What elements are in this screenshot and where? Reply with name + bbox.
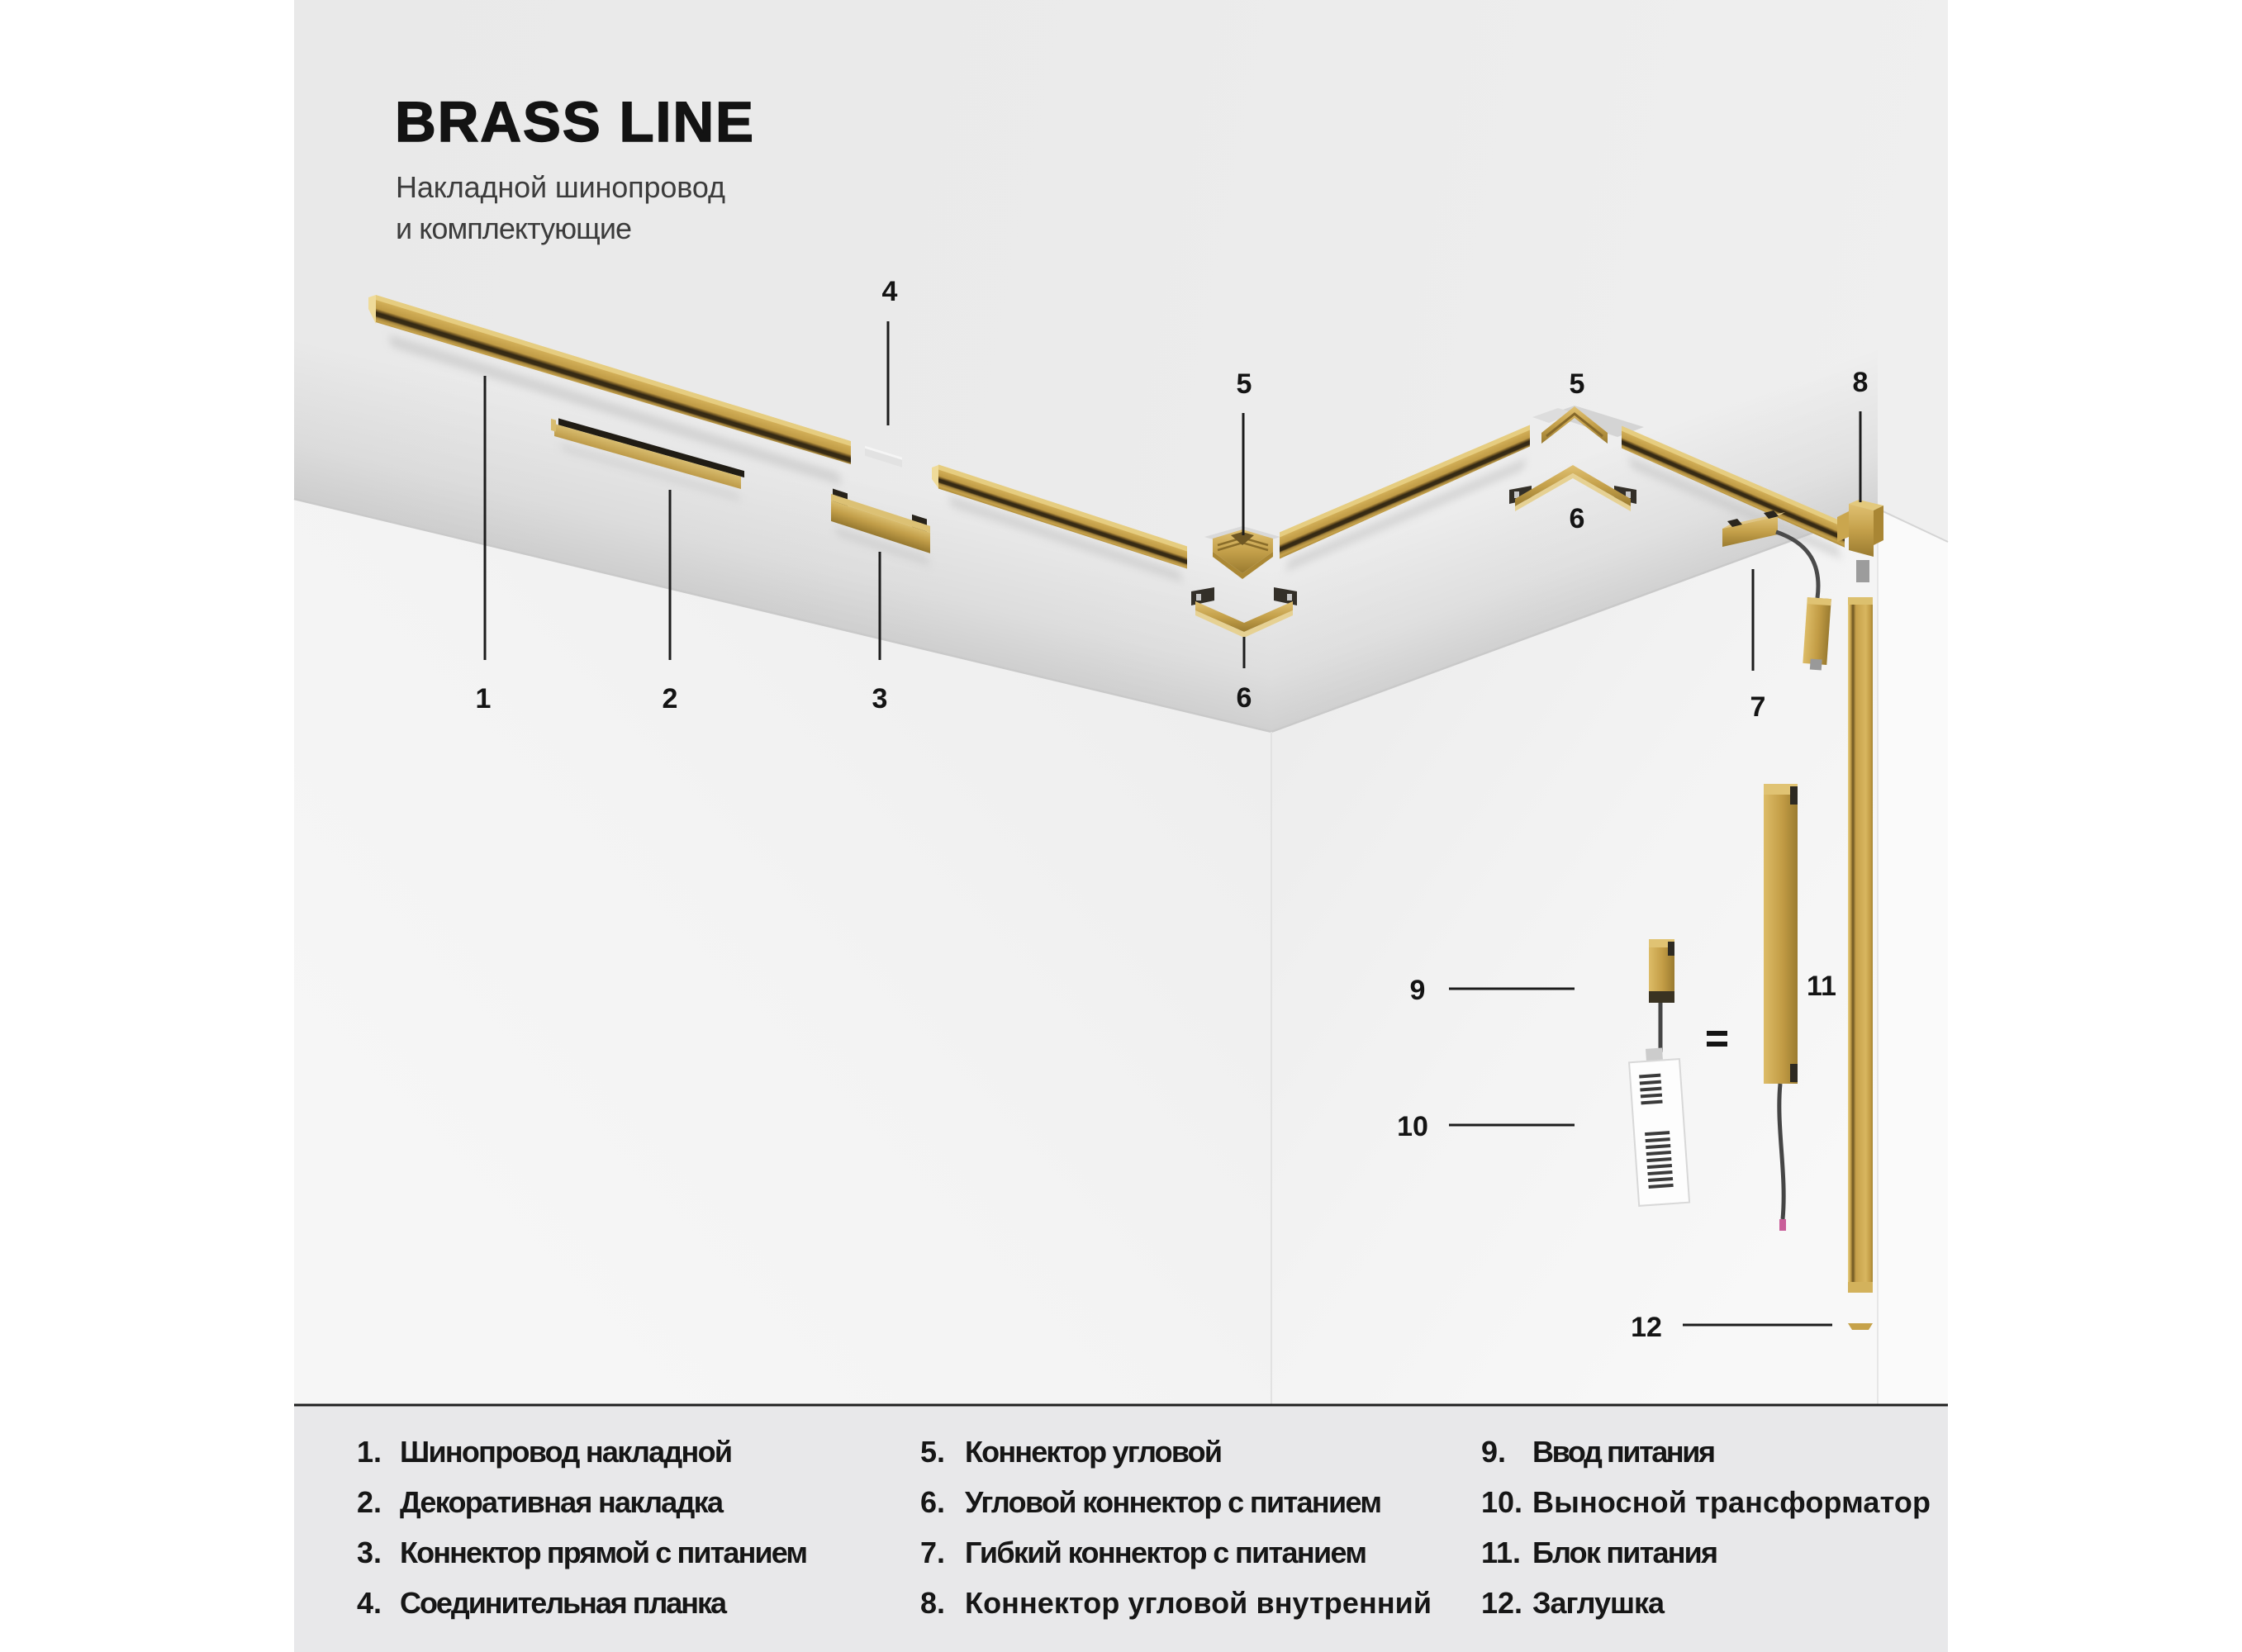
svg-text:1.: 1. [357,1435,382,1469]
svg-text:2.: 2. [357,1485,382,1519]
svg-text:BRASS LINE: BRASS LINE [395,90,753,154]
svg-text:Гибкий коннектор с питанием: Гибкий коннектор с питанием [965,1536,1367,1569]
svg-text:и комплектующие: и комплектующие [396,211,632,245]
svg-text:4: 4 [882,276,898,307]
svg-text:Блок питания: Блок питания [1532,1536,1718,1569]
svg-text:6.: 6. [920,1485,945,1519]
svg-text:Шинопровод накладной: Шинопровод накладной [400,1435,733,1469]
svg-text:Угловой коннектор с питанием: Угловой коннектор с питанием [965,1485,1382,1519]
svg-text:8: 8 [1853,367,1869,398]
svg-text:12.: 12. [1481,1586,1522,1620]
svg-text:4.: 4. [357,1586,382,1620]
svg-text:Коннектор угловой: Коннектор угловой [965,1435,1223,1469]
svg-text:Соединительная планка: Соединительная планка [400,1586,728,1620]
svg-text:Заглушка: Заглушка [1532,1586,1665,1620]
svg-text:6: 6 [1570,503,1585,534]
svg-text:10.: 10. [1481,1485,1522,1519]
svg-text:5: 5 [1237,368,1252,400]
svg-text:2: 2 [663,683,678,714]
svg-text:Декоративная накладка: Декоративная накладка [400,1485,724,1519]
svg-text:5: 5 [1570,368,1585,400]
svg-text:Ввод питания: Ввод питания [1532,1435,1716,1469]
svg-text:1: 1 [476,683,492,714]
svg-text:8.: 8. [920,1586,945,1620]
svg-text:Накладной шинопровод: Накладной шинопровод [396,170,725,204]
svg-text:12: 12 [1631,1312,1662,1343]
svg-text:9: 9 [1410,975,1426,1006]
svg-text:Выносной трансформатор: Выносной трансформатор [1532,1485,1931,1519]
svg-text:3.: 3. [357,1536,382,1569]
svg-text:Коннектор угловой внутренний: Коннектор угловой внутренний [965,1586,1432,1620]
svg-text:7: 7 [1750,691,1766,723]
svg-text:10: 10 [1397,1111,1428,1142]
svg-text:Коннектор прямой с питанием: Коннектор прямой с питанием [400,1536,808,1569]
svg-text:11: 11 [1807,971,1836,1002]
svg-text:9.: 9. [1481,1435,1506,1469]
svg-text:7.: 7. [920,1536,945,1569]
svg-text:5.: 5. [920,1435,945,1469]
svg-text:6: 6 [1237,682,1252,714]
svg-text:3: 3 [872,683,888,714]
svg-text:11.: 11. [1481,1536,1521,1569]
